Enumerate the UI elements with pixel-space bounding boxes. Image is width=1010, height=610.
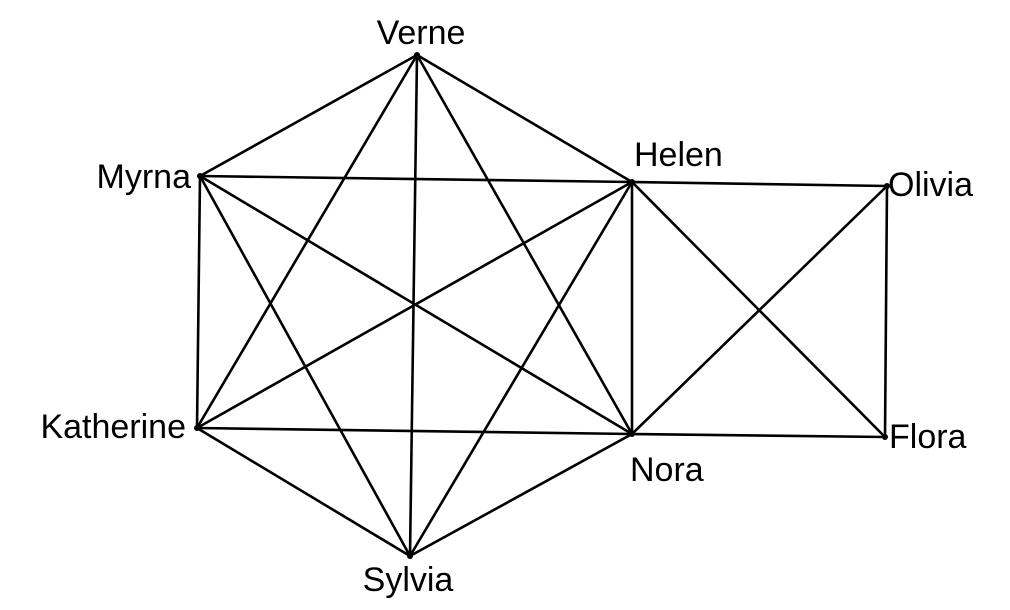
node-olivia xyxy=(884,183,890,189)
edge-helen-sylvia xyxy=(408,180,634,558)
node-label-katherine: Katherine xyxy=(40,408,186,446)
edge-verne-myrna xyxy=(198,53,419,178)
edge-myrna-katherine xyxy=(195,174,202,430)
edge-olivia-flora xyxy=(883,184,889,439)
node-label-myrna: Myrna xyxy=(97,158,192,196)
node-myrna xyxy=(197,173,203,179)
node-dot-layer xyxy=(194,52,890,559)
edge-katherine-sylvia xyxy=(195,426,412,558)
node-verne xyxy=(414,52,420,58)
edge-nora-sylvia xyxy=(408,432,634,558)
node-label-helen: Helen xyxy=(634,136,723,174)
node-flora xyxy=(882,434,888,440)
node-katherine xyxy=(194,425,200,431)
node-label-verne: Verne xyxy=(377,14,466,52)
node-label-sylvia: Sylvia xyxy=(363,561,454,599)
edge-verne-nora xyxy=(415,53,634,436)
edge-verne-katherine xyxy=(195,53,419,430)
edge-helen-olivia xyxy=(630,180,889,188)
node-sylvia xyxy=(407,553,413,559)
node-label-nora: Nora xyxy=(630,451,704,489)
node-nora xyxy=(629,431,635,437)
edge-verne-helen xyxy=(415,53,634,184)
node-label-flora: Flora xyxy=(889,418,967,456)
edge-myrna-helen xyxy=(198,174,634,184)
edge-helen-katherine xyxy=(195,180,634,430)
edge-layer xyxy=(195,53,889,558)
node-helen xyxy=(629,179,635,185)
node-label-olivia: Olivia xyxy=(888,166,973,204)
edge-nora-flora xyxy=(630,432,887,439)
node-label-layer: Verne Myrna Helen Olivia Katherine Nora … xyxy=(40,14,973,599)
edge-nora-olivia xyxy=(630,184,889,436)
edge-katherine-nora xyxy=(195,426,634,436)
